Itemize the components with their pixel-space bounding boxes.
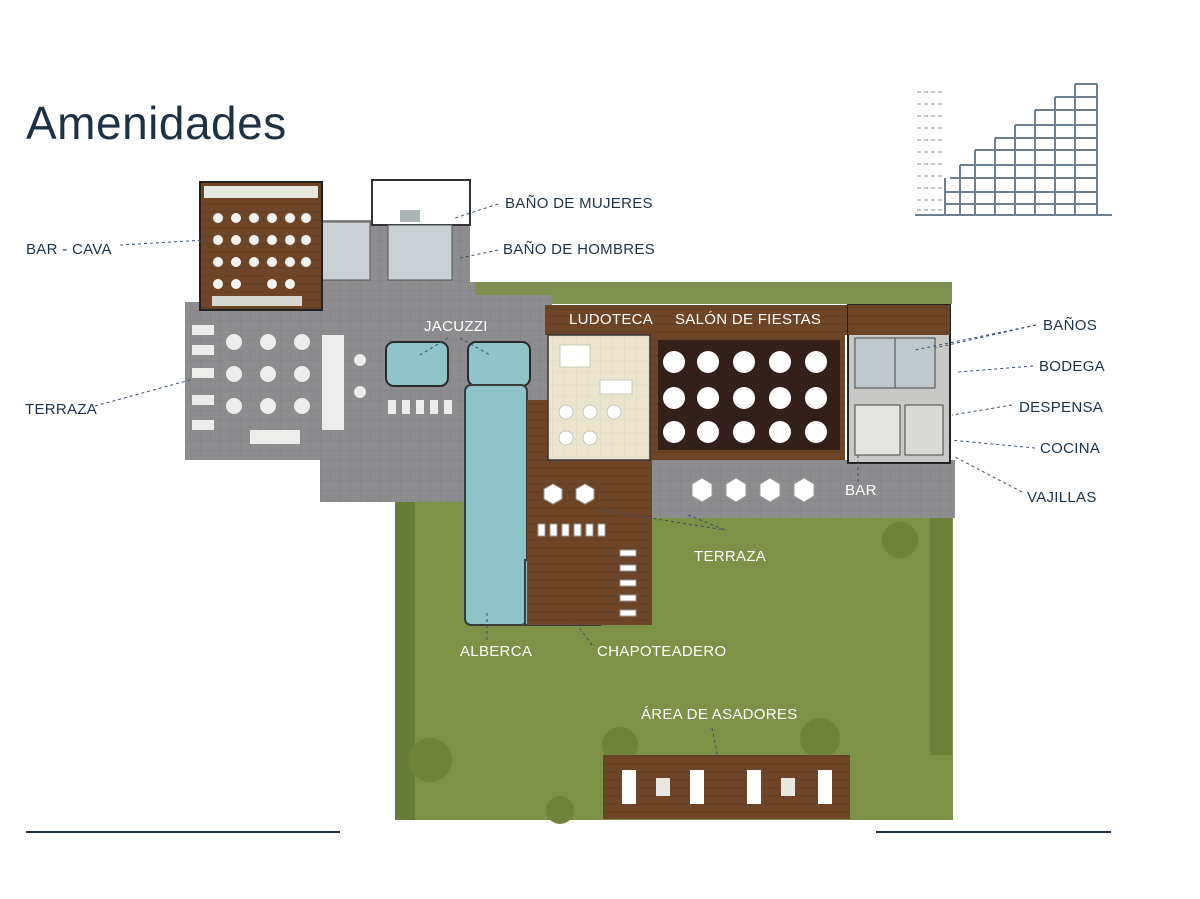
- jacuzzi-pools: [385, 341, 531, 387]
- salon-fiestas-room: [658, 340, 840, 450]
- label-banos: BAÑOS: [1043, 317, 1098, 334]
- label-alberca: ALBERCA: [460, 643, 533, 660]
- label-vajillas: VAJILLAS: [1027, 489, 1097, 506]
- ludoteca-room: [547, 334, 651, 461]
- label-bodega: BODEGA: [1039, 358, 1105, 375]
- label-jacuzzi: JACUZZI: [424, 318, 488, 335]
- label-terraza-left: TERRAZA: [25, 401, 98, 418]
- label-despensa: DESPENSA: [1019, 399, 1104, 416]
- service-rooms: [847, 304, 951, 464]
- label-bar-cava: BAR - CAVA: [26, 241, 112, 258]
- label-bar: BAR: [845, 482, 877, 499]
- label-bano-hombres: BAÑO DE HOMBRES: [503, 241, 656, 258]
- asadores-area: [603, 755, 850, 819]
- bathrooms-block: [320, 179, 471, 285]
- label-cocina: COCINA: [1040, 440, 1101, 457]
- bar-cava-room: [199, 181, 323, 311]
- page-title: Amenidades: [26, 97, 287, 149]
- label-bano-mujeres: BAÑO DE MUJERES: [505, 195, 653, 212]
- building-section-icon: [915, 83, 1112, 216]
- label-salon-fiestas: SALÓN DE FIESTAS: [675, 311, 822, 328]
- bottom-rule-right: [876, 831, 1111, 833]
- leader-lines: [94, 203, 1037, 759]
- terrace-umbrellas: [537, 477, 815, 617]
- terrace-left-furniture: [192, 325, 452, 444]
- label-ludoteca: LUDOTECA: [569, 311, 654, 328]
- bottom-rule-left: [26, 831, 340, 833]
- label-area-asadores: ÁREA DE ASADORES: [641, 706, 798, 723]
- label-terraza-center: TERRAZA: [694, 548, 767, 565]
- label-chapoteadero: CHAPOTEADERO: [597, 643, 727, 660]
